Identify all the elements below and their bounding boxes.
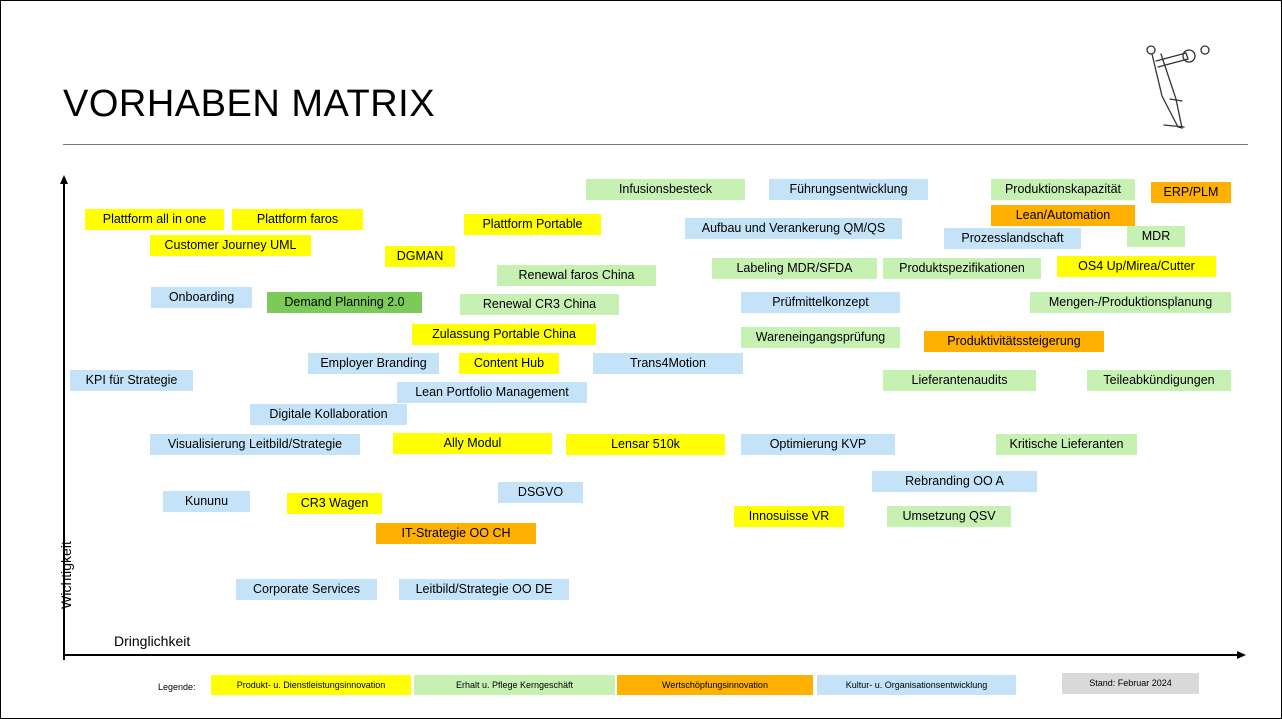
project-box-rebranding-oo-a: Rebranding OO A: [872, 471, 1037, 492]
project-box-produktivitätssteigerung: Produktivitätssteigerung: [924, 331, 1104, 352]
project-box-kritische-lieferanten: Kritische Lieferanten: [996, 434, 1137, 455]
page-title: VORHABEN MATRIX: [63, 83, 436, 125]
project-box-führungsentwicklung: Führungsentwicklung: [769, 179, 928, 200]
project-box-erp-plm: ERP/PLM: [1151, 182, 1231, 203]
legend-item-produkt: Produkt- u. Dienstleistungsinnovation: [211, 675, 411, 695]
project-box-produktionskapazität: Produktionskapazität: [991, 179, 1135, 200]
project-box-ally-modul: Ally Modul: [393, 433, 552, 454]
project-box-dsgvo: DSGVO: [498, 482, 583, 503]
project-box-os4-up-mirea-cutter: OS4 Up/Mirea/Cutter: [1057, 256, 1216, 277]
project-box-visualisierung-leitbild-strategie: Visualisierung Leitbild/Strategie: [150, 434, 360, 455]
project-box-optimierung-kvp: Optimierung KVP: [741, 434, 895, 455]
project-box-plattform-portable: Plattform Portable: [464, 214, 601, 235]
y-axis-line: [63, 181, 65, 660]
project-box-dgman: DGMAN: [385, 246, 455, 267]
project-box-produktspezifikationen: Produktspezifikationen: [883, 258, 1041, 279]
x-axis-label: Dringlichkeit: [114, 633, 191, 649]
project-box-digitale-kollaboration: Digitale Kollaboration: [250, 404, 407, 425]
project-box-onboarding: Onboarding: [151, 287, 252, 308]
project-box-umsetzung-qsv: Umsetzung QSV: [887, 506, 1011, 527]
x-axis-line: [63, 654, 1239, 656]
project-box-aufbau-und-verankerung-qm-qs: Aufbau und Verankerung QM/QS: [685, 218, 902, 239]
project-box-lean-automation: Lean/Automation: [991, 205, 1135, 226]
project-box-zulassung-portable-china: Zulassung Portable China: [412, 324, 596, 345]
legend-item-kultur: Kultur- u. Organisationsentwicklung: [817, 675, 1016, 695]
project-box-employer-branding: Employer Branding: [308, 353, 439, 374]
project-box-renewal-faros-china: Renewal faros China: [497, 265, 656, 286]
project-box-lieferantenaudits: Lieferantenaudits: [883, 370, 1036, 391]
x-axis-arrow: [1237, 651, 1246, 659]
project-box-lensar-510k: Lensar 510k: [566, 434, 725, 455]
project-box-infusionsbesteck: Infusionsbesteck: [586, 179, 745, 200]
legend-label: Legende:: [158, 682, 196, 692]
project-box-renewal-cr3-china: Renewal CR3 China: [460, 294, 619, 315]
project-box-kpi-für-strategie: KPI für Strategie: [70, 370, 193, 391]
legend-item-wertschoepfung: Wertschöpfungsinnovation: [617, 675, 813, 695]
stand-date: Stand: Februar 2024: [1062, 673, 1199, 694]
project-box-corporate-services: Corporate Services: [236, 579, 377, 600]
project-box-demand-planning-2-0: Demand Planning 2.0: [267, 292, 422, 313]
legend-item-erhalt: Erhalt u. Pflege Kerngeschäft: [414, 675, 615, 695]
y-axis-label: Wichtigkeit: [58, 541, 74, 609]
project-box-teileabkündigungen: Teileabkündigungen: [1087, 370, 1231, 391]
project-box-innosuisse-vr: Innosuisse VR: [734, 506, 844, 527]
project-box-plattform-all-in-one: Plattform all in one: [85, 209, 224, 230]
project-box-prozesslandschaft: Prozesslandschaft: [944, 228, 1081, 249]
project-box-cr3-wagen: CR3 Wagen: [287, 493, 382, 514]
project-box-wareneingangsprüfung: Wareneingangsprüfung: [741, 327, 900, 348]
project-box-customer-journey-uml: Customer Journey UML: [150, 235, 311, 256]
project-box-prüfmittelkonzept: Prüfmittelkonzept: [741, 292, 900, 313]
project-box-mengen-produktionsplanung: Mengen-/Produktionsplanung: [1030, 292, 1231, 313]
title-divider: [63, 144, 1248, 145]
project-box-lean-portfolio-management: Lean Portfolio Management: [397, 382, 587, 403]
project-box-content-hub: Content Hub: [459, 353, 559, 374]
project-box-labeling-mdr-sfda: Labeling MDR/SFDA: [712, 258, 877, 279]
project-box-it-strategie-oo-ch: IT-Strategie OO CH: [376, 523, 536, 544]
project-box-mdr: MDR: [1127, 226, 1185, 247]
y-axis-arrow: [60, 175, 68, 184]
project-box-plattform-faros: Plattform faros: [232, 209, 363, 230]
telescope-figure-icon: [1146, 45, 1210, 129]
project-box-kununu: Kununu: [163, 491, 250, 512]
project-box-trans4motion: Trans4Motion: [593, 353, 743, 374]
project-box-leitbild-strategie-oo-de: Leitbild/Strategie OO DE: [399, 579, 569, 600]
